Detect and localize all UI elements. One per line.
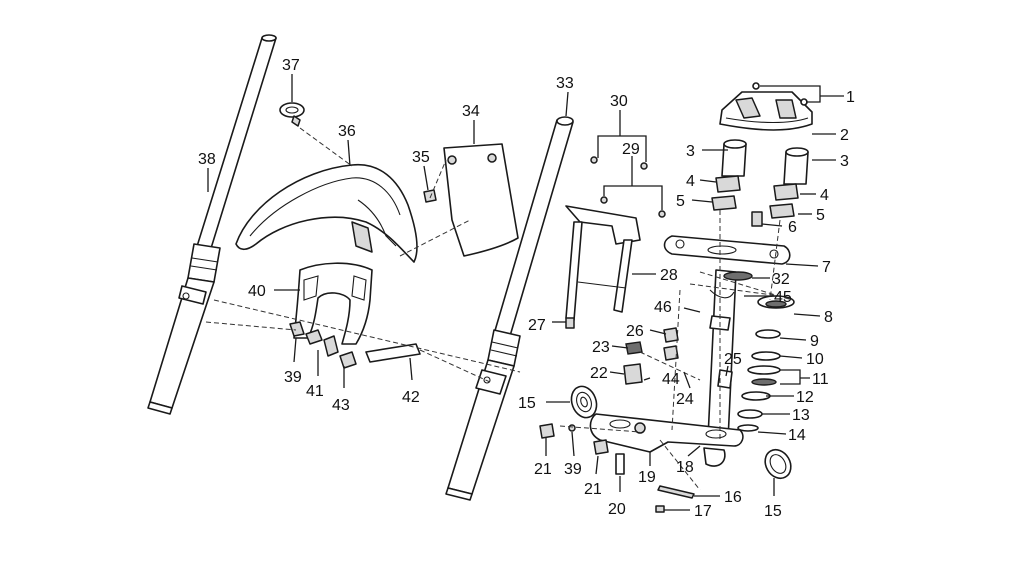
upper-triple-clamp xyxy=(663,235,791,265)
callout-15: 15 xyxy=(764,503,782,520)
callout-33: 33 xyxy=(556,75,574,92)
callout-3: 3 xyxy=(686,143,695,160)
callout-40: 40 xyxy=(248,283,266,300)
left-fork-tube xyxy=(147,34,277,415)
callout-38: 38 xyxy=(198,151,216,168)
headlight-bracket xyxy=(565,156,666,321)
assembly-line xyxy=(671,289,681,431)
callout-42: 42 xyxy=(402,389,420,406)
front-fender xyxy=(235,163,418,263)
lower-triple-clamp xyxy=(589,413,744,453)
assembly-line xyxy=(399,219,471,257)
callout-11: 11 xyxy=(812,371,829,388)
bearing-stack xyxy=(737,295,795,432)
callout-24: 24 xyxy=(676,391,694,408)
fender-bracket xyxy=(293,262,373,345)
lower-bolts xyxy=(539,423,695,513)
right-fork-tube xyxy=(445,116,574,501)
callout-5: 5 xyxy=(816,207,825,224)
callout-26: 26 xyxy=(626,323,644,340)
callout-18: 18 xyxy=(676,459,694,476)
callout-43: 43 xyxy=(332,397,350,414)
assembly-line xyxy=(639,351,701,381)
cover-cap xyxy=(764,448,792,480)
assembly-line xyxy=(429,159,447,199)
assembly-line xyxy=(699,271,793,301)
callout-15: 15 xyxy=(518,395,536,412)
spacer-32 xyxy=(723,271,753,281)
callout-1: 1 xyxy=(846,89,855,106)
callout-32: 32 xyxy=(772,271,790,288)
callout-46: 46 xyxy=(654,299,672,316)
leader-lines xyxy=(207,74,844,511)
callout-14: 14 xyxy=(788,427,806,444)
assembly-line xyxy=(299,127,353,167)
handlebar-clamp-top xyxy=(719,82,813,131)
callout-12: 12 xyxy=(796,389,814,406)
assembly-line xyxy=(689,283,781,297)
clamp-stack-left xyxy=(711,139,747,211)
callout-39: 39 xyxy=(564,461,582,478)
assembly-line xyxy=(213,299,521,373)
callout-13: 13 xyxy=(792,407,810,424)
callout-6: 6 xyxy=(788,219,797,236)
assembly-line xyxy=(205,321,297,331)
mud-flap-plate xyxy=(443,143,519,257)
callout-7: 7 xyxy=(822,259,831,276)
callout-23: 23 xyxy=(592,339,610,356)
callout-10: 10 xyxy=(806,351,824,368)
callout-34: 34 xyxy=(462,103,480,120)
callout-21: 21 xyxy=(584,481,602,498)
reflector-disc xyxy=(570,385,598,419)
assembly-line xyxy=(419,349,491,383)
callout-22: 22 xyxy=(590,365,608,382)
callout-5: 5 xyxy=(676,193,685,210)
callout-45: 45 xyxy=(774,289,792,306)
callout-labels: 1 2 3 3 4 4 5 5 6 7 8 9 10 11 12 13 14 1… xyxy=(198,57,855,520)
clamp-stack-right xyxy=(751,147,809,227)
callout-36: 36 xyxy=(338,123,356,140)
callout-25: 25 xyxy=(724,351,742,368)
callout-9: 9 xyxy=(810,333,819,350)
assembly-line xyxy=(559,425,641,433)
callout-44: 44 xyxy=(662,371,680,388)
callout-30: 30 xyxy=(610,93,628,110)
callout-35: 35 xyxy=(412,149,430,166)
callout-16: 16 xyxy=(724,489,742,506)
center-hardware xyxy=(565,315,733,389)
callout-41: 41 xyxy=(306,383,324,400)
callout-4: 4 xyxy=(686,173,695,190)
callout-21: 21 xyxy=(534,461,552,478)
callout-28: 28 xyxy=(660,267,678,284)
callout-20: 20 xyxy=(608,501,626,518)
callout-29: 29 xyxy=(622,141,640,158)
front-axle xyxy=(289,321,421,369)
callout-8: 8 xyxy=(824,309,833,326)
steering-stem xyxy=(703,269,737,467)
callout-3: 3 xyxy=(840,153,849,170)
assembly-line xyxy=(659,439,701,491)
callout-17: 17 xyxy=(694,503,712,520)
ring-bolt-37 xyxy=(279,102,305,127)
callout-19: 19 xyxy=(638,469,656,486)
callout-2: 2 xyxy=(840,127,849,144)
callout-39: 39 xyxy=(284,369,302,386)
callout-4: 4 xyxy=(820,187,829,204)
assembly-line xyxy=(769,219,781,301)
callout-27: 27 xyxy=(528,317,546,334)
clip-35 xyxy=(423,189,437,203)
callout-37: 37 xyxy=(282,57,300,74)
